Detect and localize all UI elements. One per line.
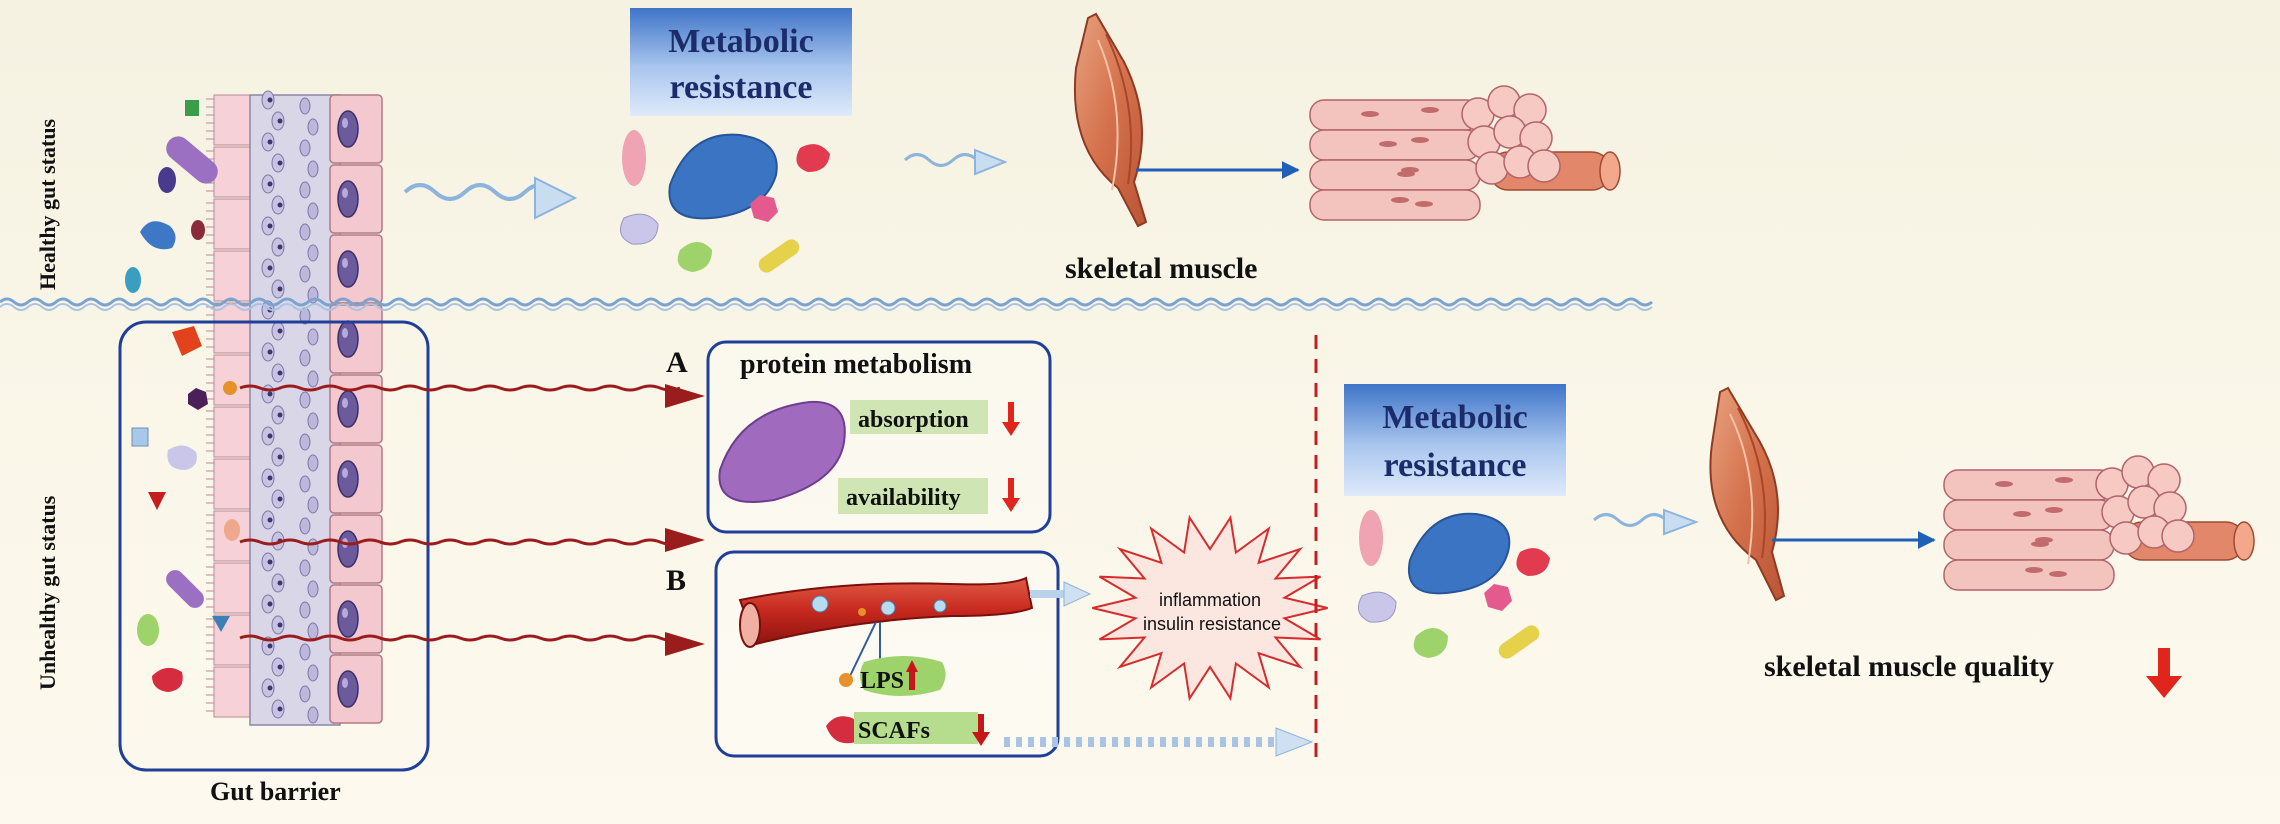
- bacterium-icon: [191, 220, 205, 240]
- bacterium-icon: [152, 667, 183, 692]
- metabolic-label-line2: resistance: [1384, 447, 1527, 484]
- lps-up-arrow-icon: [906, 660, 918, 690]
- absorption-label: absorption: [858, 407, 969, 433]
- metabolites-cluster-top: [619, 130, 830, 273]
- gut-barrier-frame: [118, 320, 430, 772]
- panel-a-label: A: [666, 346, 688, 379]
- muscle-fiber-bundle-bottom: [1943, 455, 2255, 591]
- panel-b-blood-vessel: LPS SCAFs: [714, 550, 1060, 758]
- protein-metabolism-title: protein metabolism: [740, 349, 972, 380]
- scfa-molecule-icon: [826, 716, 861, 744]
- lps-molecule-icon: [839, 673, 853, 687]
- scafs-badge: [854, 712, 978, 744]
- bacterium-icon: [223, 381, 237, 395]
- skeletal-muscle-top: [1073, 12, 1300, 228]
- skeletal-muscle-label: skeletal muscle: [1065, 252, 1257, 285]
- lps-label: LPS: [860, 668, 904, 694]
- muscle-fiber-bundle-top: [1309, 85, 1621, 221]
- vessel-to-inflammation-arrow: [1030, 581, 1092, 607]
- availability-badge: [838, 478, 988, 514]
- scafs-label: SCAFs: [858, 718, 930, 744]
- protein-blob-icon: [718, 400, 846, 503]
- metabolic-label-line1: Metabolic: [668, 23, 813, 60]
- bacterium-icon: [212, 616, 230, 632]
- bacterium-icon: [140, 221, 176, 250]
- metabolic-resistance-box-top: Metabolic resistance: [630, 8, 852, 116]
- healthy-flow-arrow-1: [403, 176, 578, 220]
- scafs-down-arrow-icon: [972, 714, 990, 746]
- skeletal-muscle-bottom: [1709, 386, 1936, 602]
- panel-b-label: B: [666, 564, 686, 597]
- inflammation-label: inflammation: [1159, 590, 1261, 610]
- metabolites-cluster-bottom: [1357, 510, 1550, 659]
- healthy-status-label: Healthy gut status: [35, 118, 60, 290]
- absorption-down-arrow-icon: [1002, 402, 1020, 436]
- availability-label: availability: [846, 485, 961, 511]
- metabolic-label-line1: Metabolic: [1382, 399, 1527, 436]
- insulin-resistance-label: insulin resistance: [1143, 614, 1281, 634]
- bacterium-icon: [172, 326, 202, 356]
- skeletal-muscle-quality-label: skeletal muscle quality: [1764, 650, 2054, 683]
- panel-a-protein-metabolism: protein metabolism absorption availabili…: [706, 340, 1052, 534]
- gut-barrier-label: Gut barrier: [210, 777, 341, 806]
- bacterium-icon: [166, 570, 204, 608]
- gut-status-divider: [0, 297, 1653, 307]
- lps-badge: [860, 656, 946, 696]
- dysbiosis-flow-arrows: [239, 384, 705, 656]
- bacterium-icon: [148, 492, 166, 510]
- metabolic-resistance-box-bottom: Metabolic resistance: [1344, 384, 1566, 496]
- healthy-microbiota: [125, 100, 218, 293]
- scfa-dotted-arrow: [1004, 727, 1314, 757]
- availability-down-arrow-icon: [1002, 478, 1020, 512]
- bacterium-icon: [224, 519, 240, 541]
- absorption-badge: [850, 400, 988, 434]
- bacterium-icon: [158, 167, 176, 193]
- metabolic-label-line2: resistance: [670, 69, 813, 106]
- unhealthy-microbiota: [131, 326, 240, 692]
- bacterium-icon: [137, 614, 159, 646]
- gut-barrier-epithelium: [206, 90, 383, 726]
- gut-status-divider-shadow: [0, 303, 1653, 311]
- bacterium-icon: [125, 267, 141, 293]
- unhealthy-flow-arrow: [1592, 508, 1699, 536]
- bacterium-icon: [166, 136, 218, 184]
- muscle-quality-down-arrow-icon: [2146, 648, 2182, 698]
- inflammation-starburst: inflammation insulin resistance: [1092, 514, 1328, 702]
- bacterium-icon: [131, 427, 149, 447]
- bacterium-icon: [188, 388, 208, 410]
- bacterium-icon: [185, 100, 199, 116]
- unhealthy-status-label: Unhealthy gut status: [35, 495, 60, 690]
- bacterium-icon: [167, 445, 197, 470]
- healthy-flow-arrow-2: [903, 148, 1008, 176]
